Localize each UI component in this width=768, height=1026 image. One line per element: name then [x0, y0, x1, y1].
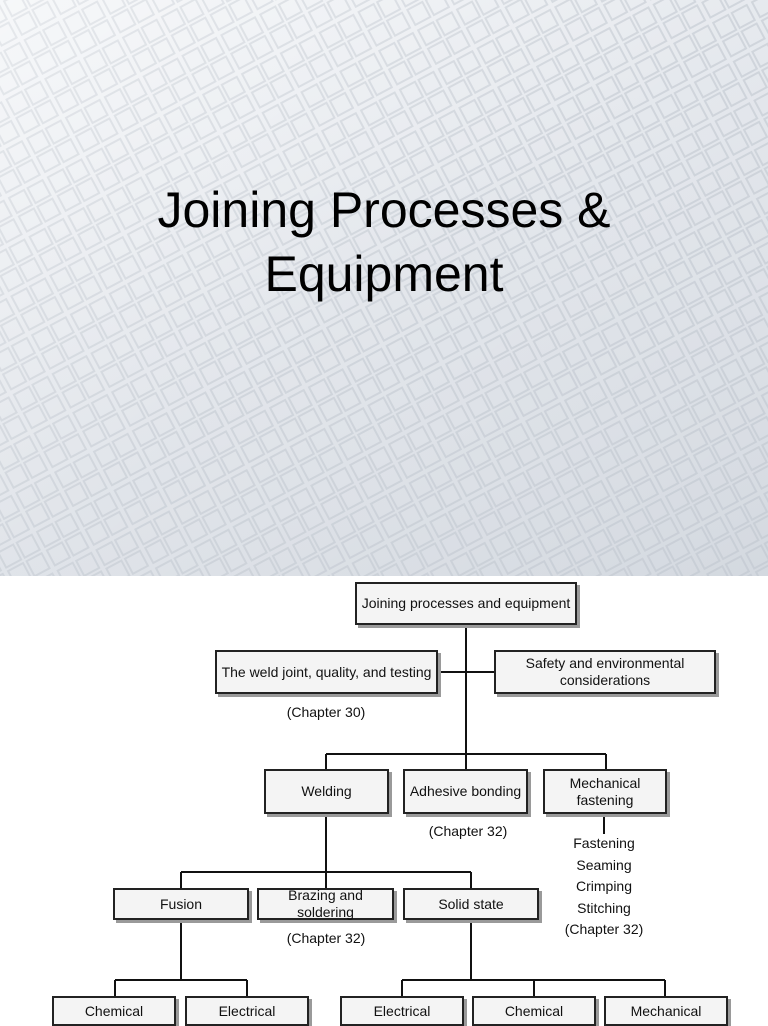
slide-title-line-2: Equipment: [264, 246, 504, 302]
weld-joint-chapter: (Chapter 30): [286, 704, 366, 720]
slide-title-line-1: Joining Processes &: [157, 182, 611, 238]
node-solid-mechanical: Mechanical: [604, 996, 728, 1026]
node-fusion-chemical: Chemical: [52, 996, 176, 1026]
fastening-item: Crimping: [575, 878, 632, 894]
node-joining-processes: Joining processes and equipment: [355, 582, 577, 625]
node-fusion-electrical: Electrical: [185, 996, 309, 1026]
node-safety: Safety and environmental considerations: [494, 650, 716, 694]
fastening-item: Seaming: [576, 856, 632, 873]
fastening-chapter: (Chapter 32): [564, 921, 644, 937]
brazing-chapter: (Chapter 32): [286, 930, 366, 946]
slide-title: Joining Processes & Equipment: [0, 178, 768, 306]
node-solid-chemical: Chemical: [472, 996, 596, 1026]
node-brazing-soldering: Brazing and soldering: [257, 887, 394, 920]
node-fusion: Fusion: [113, 888, 249, 920]
node-mechanical-fastening: Mechanical fastening: [543, 769, 667, 814]
node-weld-joint: The weld joint, quality, and testing: [215, 650, 438, 694]
node-solid-electrical: Electrical: [340, 996, 464, 1026]
connector-lines: [114, 624, 666, 996]
fastening-item: Stitching: [577, 899, 631, 916]
hierarchy-chart: Joining processes and equipment The weld…: [0, 576, 768, 1026]
node-adhesive-bonding: Adhesive bonding: [403, 769, 528, 814]
title-slide: Joining Processes & Equipment: [0, 0, 768, 576]
node-solid-state: Solid state: [403, 888, 539, 920]
adhesive-chapter: (Chapter 32): [428, 823, 508, 839]
node-welding: Welding: [264, 769, 389, 814]
fastening-item: Fastening: [573, 835, 635, 851]
background-pattern: [0, 0, 768, 576]
fastening-list: Fastening Seaming Crimping Stitching (Ch…: [556, 833, 652, 941]
